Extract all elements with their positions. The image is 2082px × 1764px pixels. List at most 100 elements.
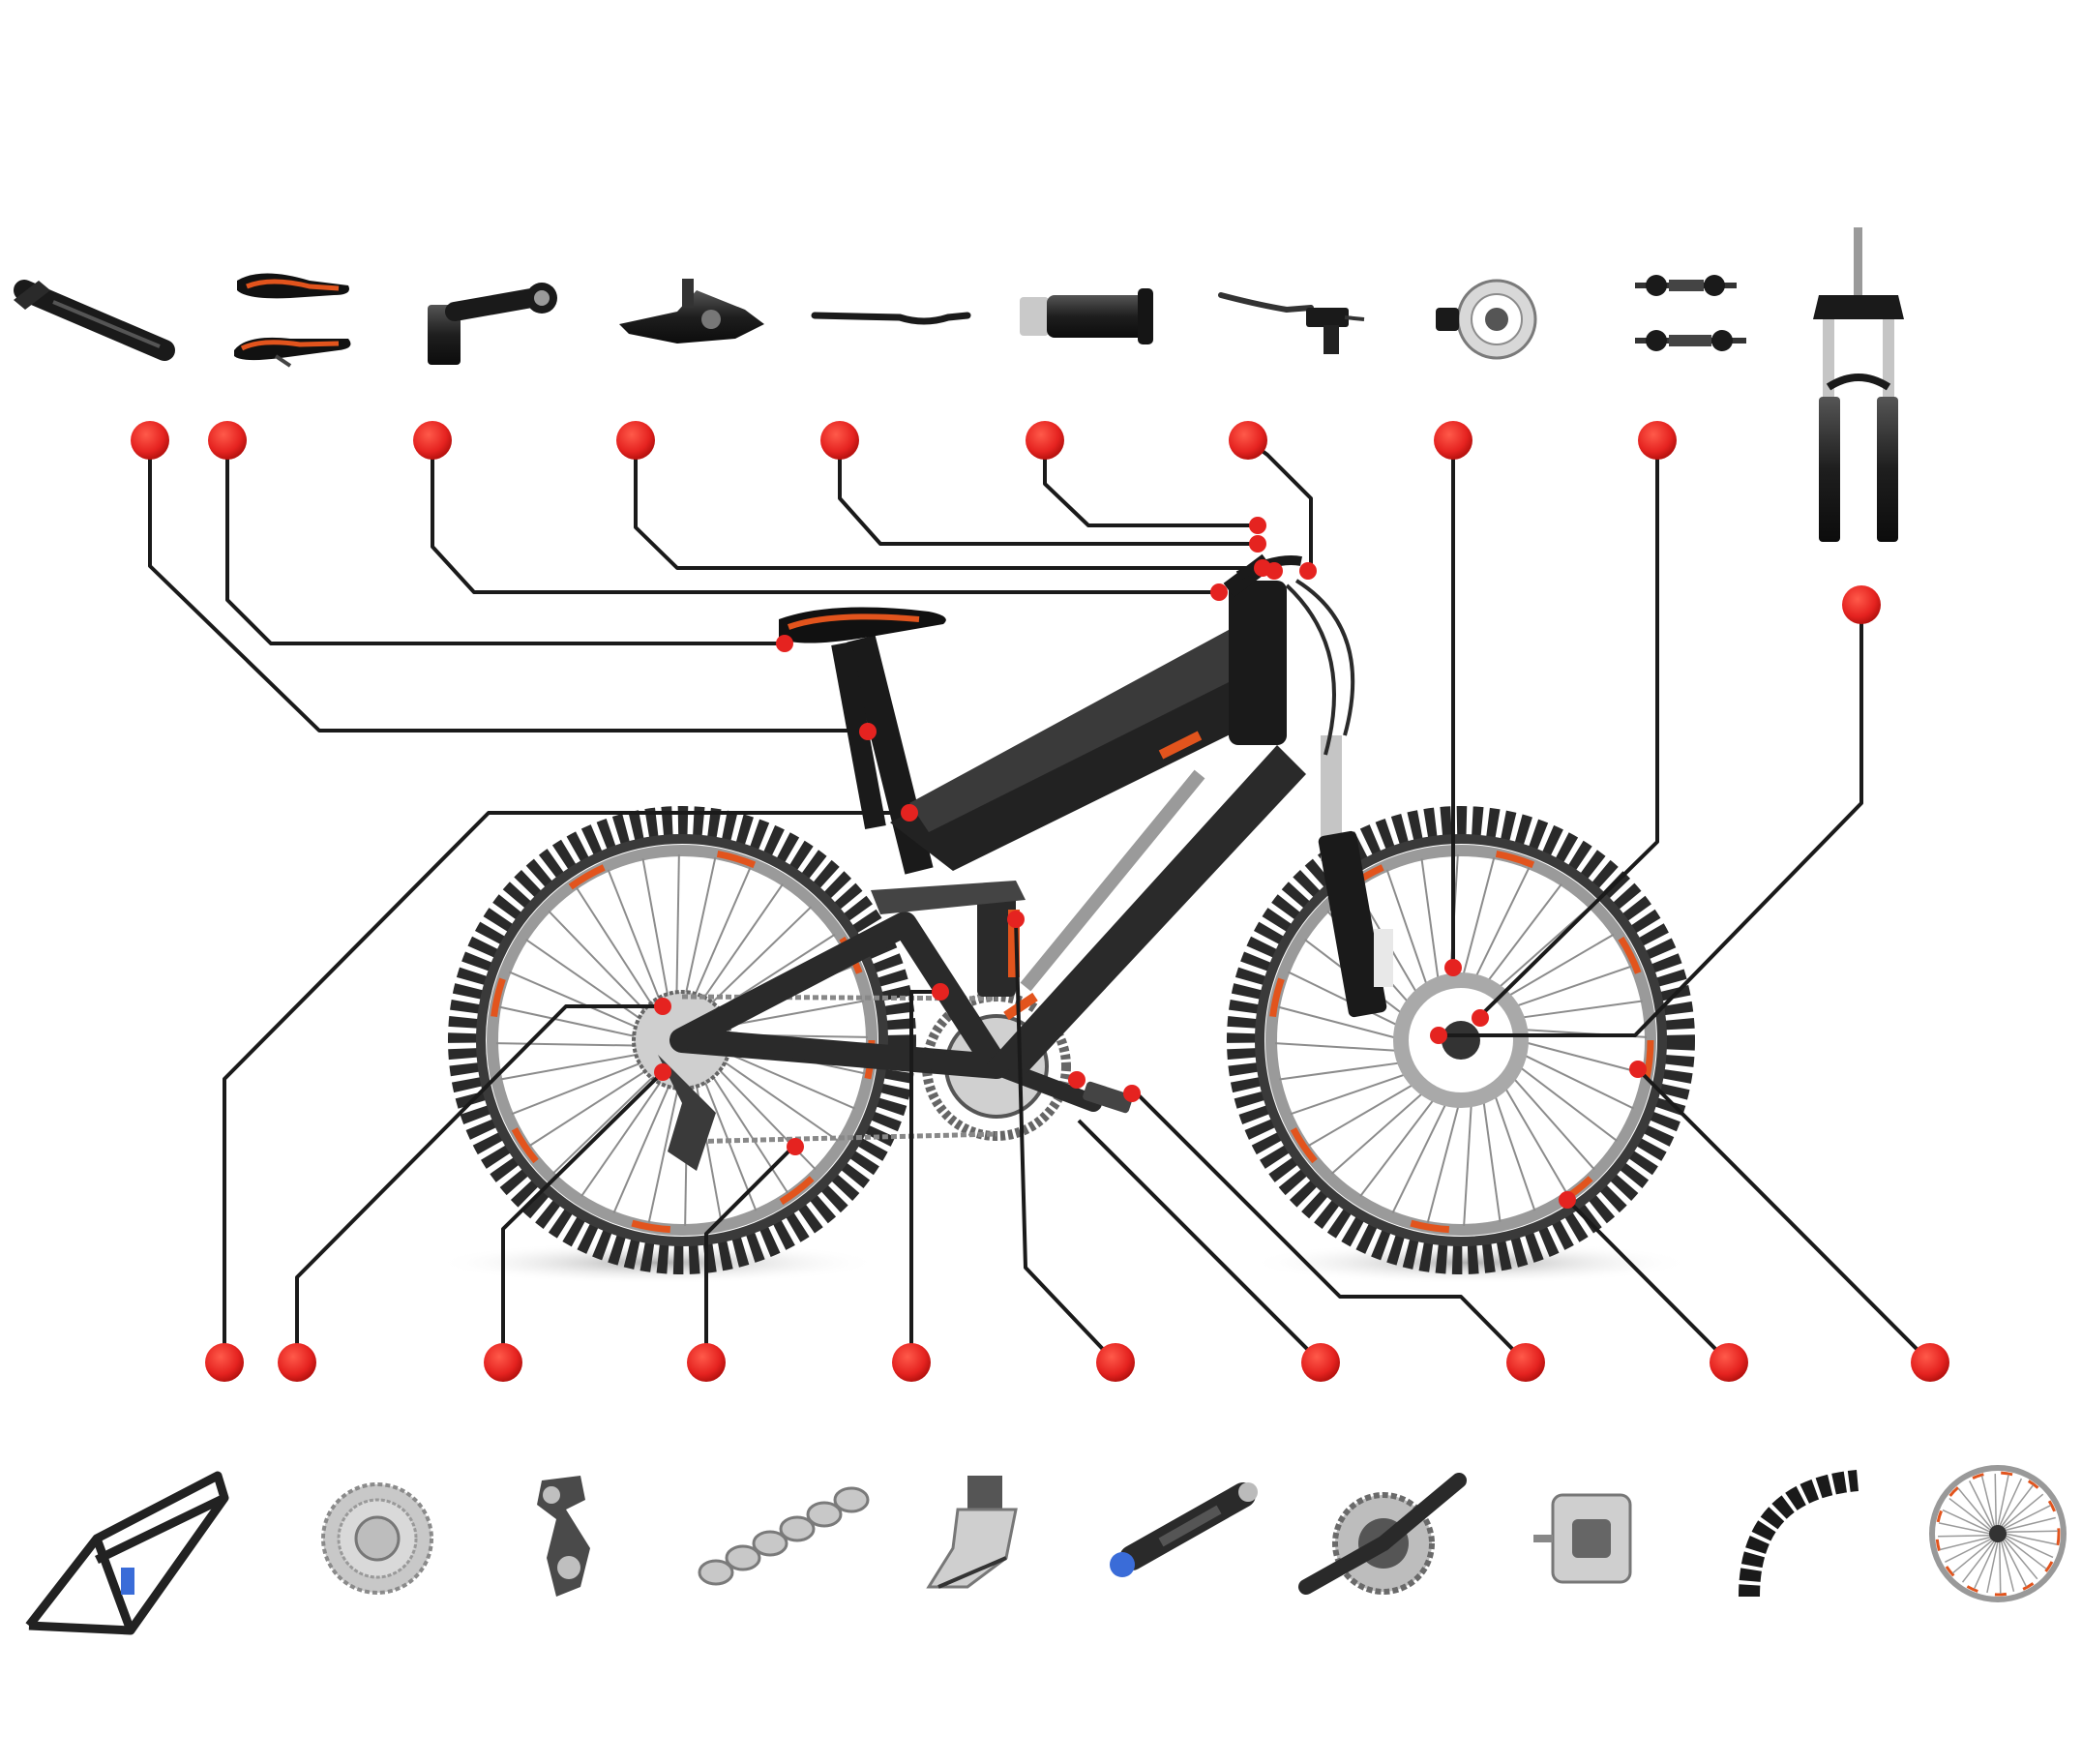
anchor-dot-pedal <box>1123 1085 1141 1102</box>
anchor-dot-brake-lever <box>1265 562 1283 580</box>
stem-icon <box>428 283 557 365</box>
anchor-dot-seatpost <box>859 723 877 740</box>
spoke <box>1938 1522 1991 1535</box>
shifter-icon <box>619 279 764 344</box>
callout-dot-fork[interactable] <box>1842 585 1881 624</box>
frame-icon <box>25 1471 229 1635</box>
rear-derailleur-icon <box>537 1476 590 1597</box>
callout-dot-saddle[interactable] <box>208 421 247 460</box>
spoke <box>1940 1536 1991 1551</box>
spoke <box>1330 1086 1431 1175</box>
crankset-icon <box>1298 1473 1467 1595</box>
leader-line-shifter <box>634 440 1263 570</box>
callout-dot-shifter[interactable] <box>616 421 655 460</box>
spoke <box>686 867 752 1012</box>
anchor-dot-saddle <box>776 635 793 652</box>
spoke <box>1516 1039 1645 1075</box>
spoke <box>1999 1478 2023 1527</box>
spoke <box>1460 856 1496 985</box>
leader-line-grip <box>1043 440 1258 527</box>
bottom-parts-row <box>25 1465 2067 1635</box>
callout-dot-rear-derailleur[interactable] <box>484 1343 522 1382</box>
rear-wheel <box>448 806 916 1274</box>
spoke <box>509 971 654 1036</box>
anchor-dot-chain <box>787 1138 804 1155</box>
anchor-dot-tire <box>1559 1191 1576 1209</box>
callout-dot-pedal[interactable] <box>1506 1343 1545 1382</box>
anchor-dot-stem <box>1210 583 1228 601</box>
anchor-dot-frame <box>901 804 918 822</box>
spoke <box>675 854 680 1012</box>
spoke <box>2005 1535 2054 1559</box>
spoke <box>1420 858 1441 989</box>
saddle-icon <box>234 273 351 368</box>
anchor-dot-front-derailleur <box>932 983 949 1001</box>
callout-dot-wheel[interactable] <box>1911 1343 1949 1382</box>
callout-dot-stem[interactable] <box>413 421 452 460</box>
cassette-icon <box>321 1482 433 1595</box>
spoke <box>1307 1079 1422 1148</box>
callout-dot-crankset[interactable] <box>1301 1343 1340 1382</box>
spoke <box>1945 1538 1993 1564</box>
callout-dot-seatpost[interactable] <box>131 421 169 460</box>
spoke <box>551 1063 668 1175</box>
spoke <box>1481 1091 1502 1222</box>
anchor-dot-disc-rotor <box>1444 959 1462 976</box>
callout-dot-handlebar[interactable] <box>820 421 859 460</box>
spoke <box>1942 1509 1991 1533</box>
spoke <box>692 1066 723 1222</box>
grip-icon <box>1020 288 1153 344</box>
leader-line-cassette <box>295 1004 663 1362</box>
callout-dot-hubs[interactable] <box>1638 421 1677 460</box>
rear-shock-icon <box>1110 1482 1258 1577</box>
disc-rotor-icon <box>1436 279 1537 360</box>
leader-line-crankset <box>1077 1119 1323 1364</box>
leader-line-pedal <box>1130 1087 1528 1364</box>
spoke <box>697 1063 758 1211</box>
spoke <box>1980 1476 1996 1527</box>
leader-line-fork <box>1442 605 1863 1037</box>
spoke <box>1948 1497 1992 1532</box>
spoke <box>701 1060 789 1194</box>
callout-dot-brake-lever[interactable] <box>1229 421 1267 460</box>
leader-line-rear-derailleur <box>501 1070 665 1362</box>
tire-icon <box>1739 1470 1859 1598</box>
top-parts-row <box>14 227 1904 542</box>
callout-dot-front-derailleur[interactable] <box>892 1343 931 1382</box>
callout-dot-frame[interactable] <box>205 1343 244 1382</box>
callout-dot-rear-shock[interactable] <box>1096 1343 1135 1382</box>
seatpost-icon <box>14 280 175 361</box>
spoke <box>1426 1095 1462 1224</box>
spoke <box>647 1068 683 1224</box>
front-wheel <box>1227 806 1695 1274</box>
chain-icon <box>698 1486 870 1586</box>
leader-line-hubs <box>1478 440 1659 1018</box>
spoke <box>1391 1094 1451 1214</box>
spoke <box>1506 965 1632 1010</box>
callout-dot-chain[interactable] <box>687 1343 726 1382</box>
callout-dot-grip[interactable] <box>1026 421 1064 460</box>
spoke <box>1385 869 1431 995</box>
spoke <box>1481 883 1562 990</box>
spoke <box>1973 1540 1997 1590</box>
spoke <box>528 1060 663 1148</box>
bike-anchor-dots <box>654 517 1647 1209</box>
spoke <box>1500 933 1615 1002</box>
anchor-dot-cassette <box>654 998 671 1015</box>
leader-lines <box>148 438 1932 1364</box>
leader-line-tire <box>1565 1198 1731 1364</box>
spoke <box>1491 906 1591 995</box>
leader-line-saddle <box>225 440 784 645</box>
spoke <box>496 1042 654 1047</box>
handlebar-icon <box>811 312 971 325</box>
spoke <box>1500 1079 1568 1194</box>
callout-dot-tire[interactable] <box>1710 1343 1748 1382</box>
spoke <box>1515 1050 1635 1110</box>
anchor-dot-rear-shock <box>1007 911 1025 928</box>
spoke <box>681 856 717 1012</box>
callout-dot-disc-rotor[interactable] <box>1434 421 1472 460</box>
callout-dot-cassette[interactable] <box>278 1343 316 1382</box>
wheel-icon <box>1929 1465 2067 1602</box>
anchor-dot-rear-derailleur <box>654 1063 671 1081</box>
